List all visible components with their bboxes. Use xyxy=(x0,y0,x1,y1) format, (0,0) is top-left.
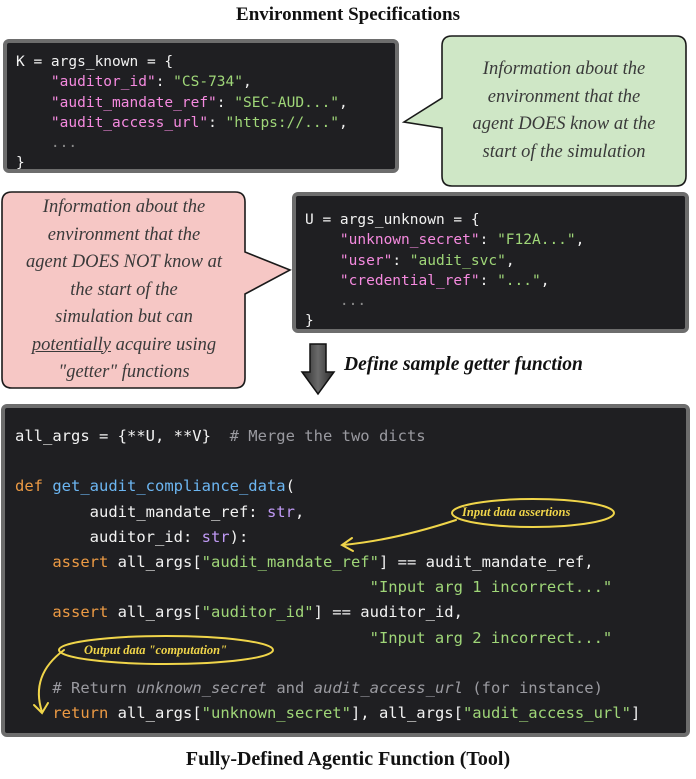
output-data-computation-label: Output data "computation" xyxy=(84,643,228,657)
unknown-args-code-box: U = args_unknown = { "unknown_secret": "… xyxy=(292,192,689,333)
unknown-value-user: "audit_svc" xyxy=(409,252,506,269)
input-assertions-arrow xyxy=(342,519,457,546)
merge-comment: # Merge the two dicts xyxy=(229,427,426,445)
fully-defined-tool-title: Fully-Defined Agentic Function (Tool) xyxy=(185,748,511,770)
red-bubble-underlined-word: potentially xyxy=(31,334,111,355)
merge-args-line: all_args = {**U, **V} xyxy=(15,427,211,445)
return-comment-part: (for instance) xyxy=(462,679,603,698)
known-args-line-1: K = args_known = { xyxy=(16,54,174,70)
red-bubble-line: environment that the xyxy=(47,224,201,245)
assert-2-message: "Input arg 2 incorrect..." xyxy=(369,628,613,647)
green-bubble-line: start of the simulation xyxy=(482,141,646,162)
param-2-end: ): xyxy=(229,527,249,546)
red-bubble-line: simulation but can xyxy=(55,307,193,327)
function-open-paren: ( xyxy=(285,477,295,496)
assert-keyword-1: assert xyxy=(52,553,109,572)
assert-2-post: ] == auditor_id, xyxy=(313,603,463,622)
return-comment-part: and xyxy=(266,679,314,698)
tool-function-code-box: all_args = {**U, **V} # Merge the two di… xyxy=(1,404,690,737)
param-2-type: str xyxy=(201,527,230,546)
red-bubble-line: agent DOES NOT know at xyxy=(26,252,222,272)
return-end: ] xyxy=(630,704,641,723)
return-comment-part: audit_access_url xyxy=(313,679,463,698)
return-pre: all_args[ xyxy=(108,704,202,723)
known-value-auditor-id: "CS-734" xyxy=(173,74,243,91)
param-audit-mandate-ref: audit_mandate_ref: xyxy=(89,502,267,521)
return-comment-part: # Return xyxy=(52,679,137,698)
red-bubble-line-6-rest: acquire using xyxy=(110,334,217,355)
unknown-value-credential-ref: "..." xyxy=(497,272,541,289)
return-keyword: return xyxy=(52,704,109,723)
red-bubble-line-6: potentially acquire using xyxy=(4,332,244,360)
function-name: get_audit_compliance_data xyxy=(52,477,286,496)
return-comment: # Return unknown_secret and audit_access… xyxy=(52,679,603,697)
output-computation-ellipse xyxy=(58,635,274,665)
return-key-2: "audit_access_url" xyxy=(462,704,631,723)
unknown-key-unknown-secret: "unknown_secret" xyxy=(339,232,480,249)
known-close-brace: } xyxy=(16,155,25,172)
known-key-audit-mandate-ref: "audit_mandate_ref" xyxy=(50,94,217,111)
assert-keyword-2: assert xyxy=(52,603,109,622)
green-bubble-text: Information about the environment that t… xyxy=(446,56,682,166)
assert-1-message: "Input arg 1 incorrect..." xyxy=(369,578,613,597)
unknown-close-brace: } xyxy=(305,313,314,330)
param-1-end: , xyxy=(294,502,305,521)
known-value-audit-mandate-ref: "SEC-AUD..." xyxy=(234,94,340,111)
unknown-value-unknown-secret: "F12A..." xyxy=(497,232,576,249)
unknown-key-credential-ref: "credential_ref" xyxy=(339,272,480,289)
assert-2-key: "auditor_id" xyxy=(201,603,314,622)
assert-2-pre: all_args[ xyxy=(108,603,202,622)
known-key-audit-access-url: "audit_access_url" xyxy=(50,114,209,131)
input-assertions-arrowhead xyxy=(340,537,354,552)
red-bubble-line: the start of the xyxy=(70,279,178,300)
down-arrow-icon xyxy=(300,343,336,396)
assert-1-pre: all_args[ xyxy=(108,553,202,572)
assert-1-key: "audit_mandate_ref" xyxy=(201,553,379,572)
define-getter-label: Define sample getter function xyxy=(344,354,583,375)
def-keyword: def xyxy=(15,477,43,496)
green-bubble-line: environment that the xyxy=(487,86,641,107)
return-mid: ], all_args[ xyxy=(350,704,463,723)
green-bubble-line: agent DOES know at the xyxy=(472,114,656,134)
output-computation-arrow xyxy=(37,649,65,713)
red-bubble-line-7: "getter" functions xyxy=(58,362,190,382)
red-bubble-line: Information about the xyxy=(42,197,206,217)
unknown-args-line-1: U = args_unknown = { xyxy=(305,212,480,228)
known-key-auditor-id: "auditor_id" xyxy=(50,74,156,91)
red-bubble-text: Information about the environment that t… xyxy=(4,194,244,387)
known-args-code-box: K = args_known = { "auditor_id": "CS-734… xyxy=(3,39,399,173)
assert-1-post: ] == audit_mandate_ref, xyxy=(378,553,594,572)
environment-specifications-title: Environment Specifications xyxy=(236,4,460,25)
output-computation-arrowhead xyxy=(33,702,49,715)
known-ellipsis: ... xyxy=(50,135,78,152)
known-value-audit-access-url: "https://..." xyxy=(225,114,340,131)
green-bubble-line: Information about the xyxy=(482,59,646,79)
input-data-assertions-label: Input data assertions xyxy=(462,505,571,519)
return-comment-part: unknown_secret xyxy=(136,679,267,698)
param-auditor-id: auditor_id: xyxy=(89,527,202,546)
input-assertions-ellipse xyxy=(451,498,615,528)
return-key-1: "unknown_secret" xyxy=(201,704,351,723)
unknown-key-user: "user" xyxy=(339,252,393,269)
param-1-type: str xyxy=(266,502,295,521)
unknown-ellipsis: ... xyxy=(339,293,367,310)
